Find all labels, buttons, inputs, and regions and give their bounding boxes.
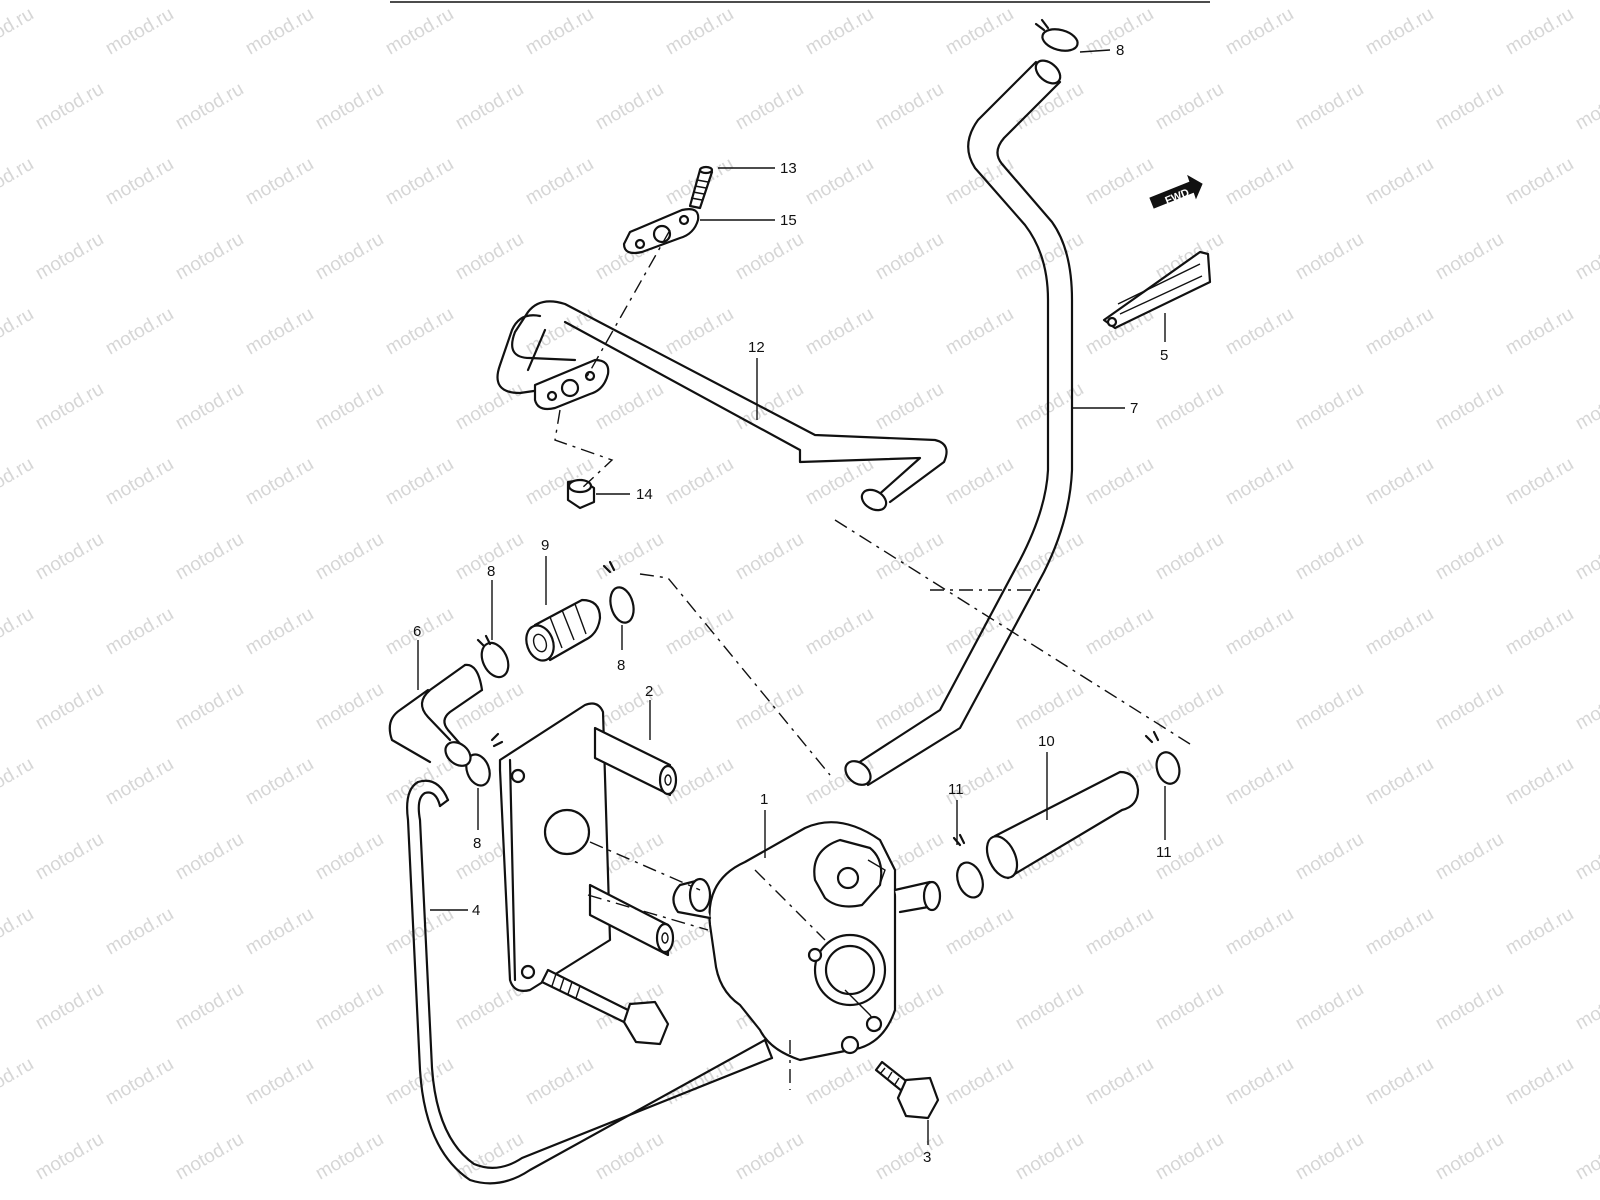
callout-11-left: 11 <box>948 781 964 798</box>
part-7-pipe <box>844 59 1074 787</box>
part-9-joint <box>525 598 602 662</box>
clamp-8-mid <box>602 560 635 624</box>
clamp-11-left <box>952 833 984 899</box>
callout-8-top: 8 <box>1116 42 1124 59</box>
callout-8-mid: 8 <box>617 657 625 674</box>
clamp-8-left <box>476 634 510 679</box>
callout-13: 13 <box>780 160 797 177</box>
part-4-hose <box>406 779 774 1185</box>
fwd-arrow: FWD <box>1149 174 1203 209</box>
callout-5: 5 <box>1160 347 1168 364</box>
callout-9: 9 <box>541 537 549 554</box>
part-6-hose <box>388 663 484 767</box>
callout-11-right: 11 <box>1156 844 1172 861</box>
callout-8-low: 8 <box>473 835 481 852</box>
part-15-gasket <box>622 208 700 255</box>
clamp-11-right <box>1144 730 1181 785</box>
part-2-bracket <box>498 702 678 992</box>
clamp-8-top <box>1034 18 1079 52</box>
bracket-bolt <box>540 968 670 1046</box>
part-1-valve <box>672 821 942 1062</box>
callout-3: 3 <box>923 1149 931 1166</box>
part-13-stud <box>688 165 714 210</box>
callout-7: 7 <box>1130 400 1138 417</box>
callout-8-left: 8 <box>487 563 495 580</box>
clamp-8-low <box>465 732 504 787</box>
callout-14: 14 <box>636 486 653 503</box>
part-14-nut <box>566 478 596 510</box>
callout-1: 1 <box>760 791 768 808</box>
part-3-bolt <box>874 1060 940 1120</box>
callout-4: 4 <box>472 902 480 919</box>
part-5-bracket <box>1102 250 1212 330</box>
leader-lines <box>417 49 1166 1145</box>
callout-10: 10 <box>1038 733 1055 750</box>
callout-labels: 8 13 15 5 12 7 14 9 8 8 6 2 10 1 11 11 8… <box>413 42 1172 1166</box>
part-10-hose <box>985 770 1140 880</box>
routing-lines <box>554 229 1191 1090</box>
part-12-pipe <box>496 300 948 512</box>
callout-15: 15 <box>780 212 797 229</box>
fwd-label: FWD <box>1163 187 1191 208</box>
callout-2: 2 <box>645 683 653 700</box>
callout-12: 12 <box>748 339 765 356</box>
callout-6: 6 <box>413 623 421 640</box>
